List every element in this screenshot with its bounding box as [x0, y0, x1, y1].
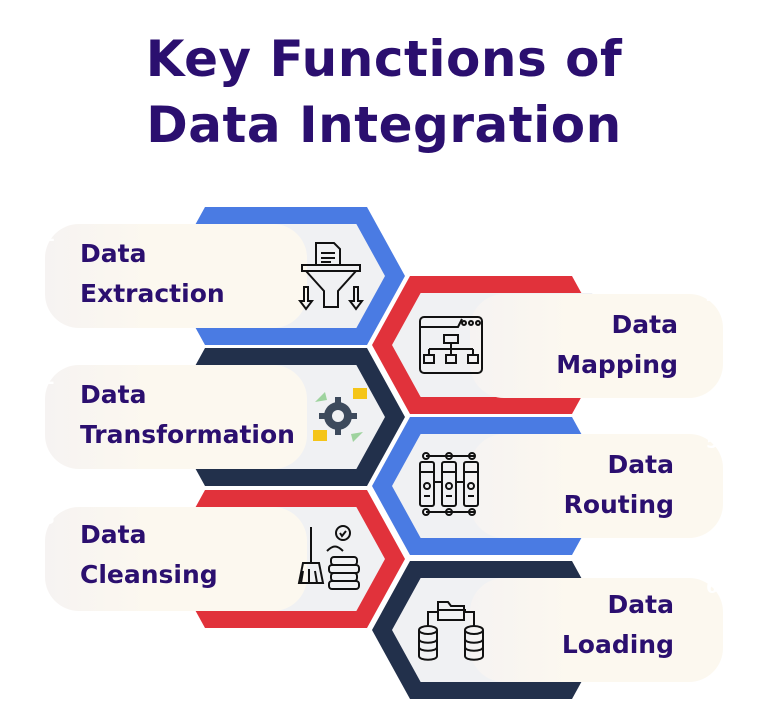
item-card-extraction	[45, 224, 307, 328]
item-card-routing	[470, 434, 723, 538]
label-line: Transformation	[80, 420, 295, 449]
database-folder-icon	[418, 601, 484, 661]
title-line-2: Data Integration	[146, 96, 622, 154]
label-line: Routing	[563, 490, 674, 519]
badge-6: 6	[706, 578, 718, 598]
item-card-transformation	[45, 365, 307, 469]
label-line: Mapping	[556, 350, 678, 379]
badge-3: 3	[43, 509, 55, 529]
label-line: Cleansing	[80, 560, 218, 589]
label-line: Data	[80, 239, 147, 268]
title-line-1: Key Functions of	[145, 30, 623, 88]
server-routing-icon	[419, 452, 479, 516]
item-card-mapping	[470, 294, 723, 398]
item-card-cleansing	[45, 507, 307, 611]
label-line: Loading	[561, 630, 674, 659]
badge-1: 1	[43, 226, 55, 246]
sitemap-window-icon	[419, 316, 483, 374]
broom-cleansing-icon	[297, 525, 360, 590]
badge-5: 5	[706, 433, 718, 453]
label-line: Data	[607, 590, 674, 619]
label-line: Data	[80, 380, 147, 409]
label-line: Data	[607, 450, 674, 479]
label-line: Data	[611, 310, 678, 339]
funnel-extraction-icon	[298, 242, 364, 311]
gear-transform-icon	[313, 388, 367, 442]
badge-2: 2	[43, 369, 55, 389]
label-line: Extraction	[80, 279, 225, 308]
badge-4: 4	[706, 288, 718, 308]
label-line: Data	[80, 520, 147, 549]
item-card-loading	[470, 578, 723, 682]
